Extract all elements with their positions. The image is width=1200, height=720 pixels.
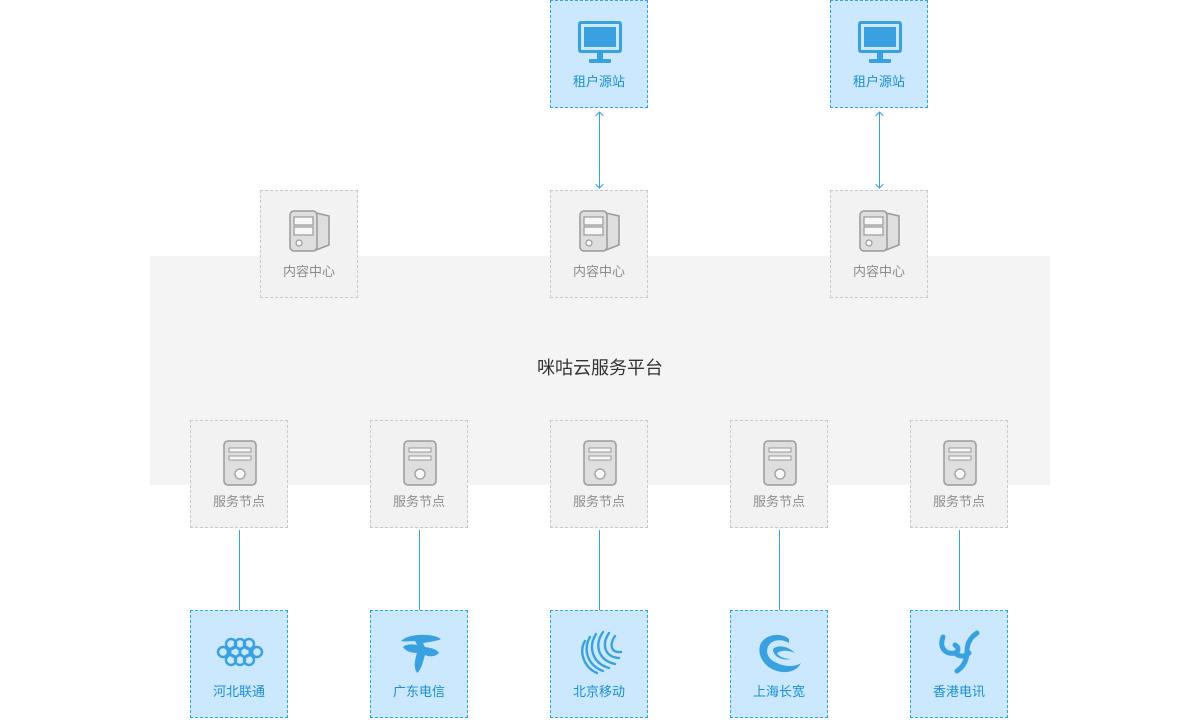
carrier-node[interactable]: 北京移动 [550, 610, 648, 718]
content-center-node[interactable]: 内容中心 [260, 190, 358, 298]
carrier-node[interactable]: 河北联通 [190, 610, 288, 718]
server-icon [403, 440, 437, 486]
server-icon [583, 440, 617, 486]
service-node[interactable]: 服务节点 [730, 420, 828, 528]
great-wall-broadband-logo-icon [759, 634, 801, 673]
service-node-label: 服务节点 [392, 495, 445, 510]
server-icon [943, 440, 977, 486]
service-node[interactable]: 服务节点 [190, 420, 288, 528]
carrier-label: 上海长宽 [752, 685, 805, 700]
carrier-node[interactable]: 香港电讯 [910, 610, 1008, 718]
server-icon [223, 440, 257, 486]
content-center-label: 内容中心 [572, 265, 625, 280]
carrier-label: 北京移动 [572, 685, 625, 700]
service-node[interactable]: 服务节点 [370, 420, 468, 528]
content-center-node[interactable]: 内容中心 [550, 190, 648, 298]
carrier-node[interactable]: 广东电信 [370, 610, 468, 718]
content-center-label: 内容中心 [852, 265, 905, 280]
service-node-label: 服务节点 [752, 495, 805, 510]
platform-title: 咪咕云服务平台 [537, 358, 663, 379]
content-center-node[interactable]: 内容中心 [830, 190, 928, 298]
service-node[interactable]: 服务节点 [550, 420, 648, 528]
content-center-label: 内容中心 [282, 265, 335, 280]
service-node-label: 服务节点 [212, 495, 265, 510]
service-node-label: 服务节点 [932, 495, 985, 510]
china-mobile-logo-icon [581, 630, 623, 675]
china-telecom-logo-icon [401, 634, 441, 673]
carrier-label: 香港电讯 [932, 685, 985, 700]
china-unicom-logo-icon [216, 637, 264, 667]
monitor-icon [578, 21, 622, 63]
tenant-source-node[interactable]: 租户源站 [550, 0, 648, 108]
service-node[interactable]: 服务节点 [910, 420, 1008, 528]
server-tower-icon [579, 210, 620, 252]
carrier-node[interactable]: 上海长宽 [730, 610, 828, 718]
tenant-source-label: 租户源站 [852, 75, 905, 90]
tenant-source-node[interactable]: 租户源站 [830, 0, 928, 108]
service-node-label: 服务节点 [572, 495, 625, 510]
tenant-source-label: 租户源站 [572, 75, 625, 90]
carrier-label: 河北联通 [212, 685, 265, 700]
carrier-label: 广东电信 [392, 685, 445, 700]
server-tower-icon [289, 210, 330, 252]
monitor-icon [858, 21, 902, 63]
hkt-logo-icon [939, 630, 980, 674]
server-tower-icon [859, 210, 900, 252]
server-icon [763, 440, 797, 486]
